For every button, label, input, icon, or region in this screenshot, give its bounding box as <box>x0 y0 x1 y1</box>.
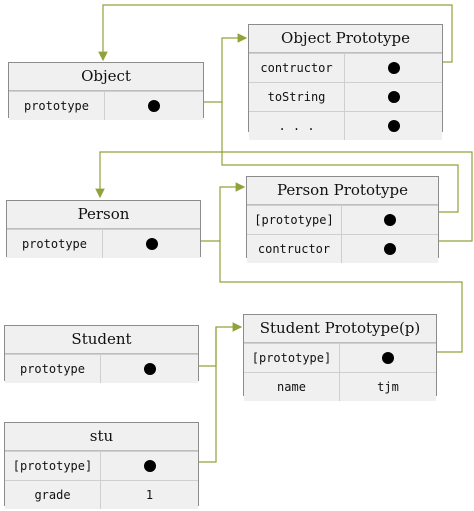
stu-title: stu <box>5 423 198 451</box>
person-prototype-title: Person Prototype <box>247 177 438 205</box>
person-box: Person prototype <box>6 200 201 258</box>
pointer-cell <box>345 112 442 140</box>
stu-row-prototype: [prototype] <box>5 451 198 480</box>
object-prototype-title: Object Prototype <box>249 25 442 53</box>
row-key: . . . <box>249 112 345 140</box>
object-prototype-row-contructor: contructor <box>249 53 442 82</box>
student-box: Student prototype <box>4 325 199 383</box>
arrow-student-prototype-to-person-prototype <box>219 241 463 353</box>
student-prototype-box: Student Prototype(p) [prototype] name tj… <box>243 314 437 401</box>
person-prototype-box: Person Prototype [prototype] contructor <box>246 176 439 263</box>
pointer-dot <box>387 91 400 103</box>
arrow-person-prototype-to-object-prototype <box>221 102 459 213</box>
student-prototype-row-name: name tjm <box>244 372 436 401</box>
person-title: Person <box>7 201 200 229</box>
pointer-dot <box>148 100 160 112</box>
pointer-cell <box>340 344 436 372</box>
pointer-dot <box>384 214 396 226</box>
arrow-object-to-object-prototype <box>203 33 248 103</box>
person-prototype-row-contructor: contructor <box>247 234 438 263</box>
row-value: 1 <box>101 481 198 509</box>
pointer-cell <box>101 452 198 480</box>
row-key: contructor <box>249 54 345 82</box>
student-prototype-title: Student Prototype(p) <box>244 315 436 343</box>
student-row-prototype: prototype <box>5 354 198 383</box>
row-value: tjm <box>340 373 436 401</box>
pointer-dot <box>387 62 400 74</box>
row-key: prototype <box>5 355 101 383</box>
object-title: Object <box>9 63 203 91</box>
student-title: Student <box>5 326 198 354</box>
row-key: grade <box>5 481 101 509</box>
pointer-dot <box>382 352 394 364</box>
pointer-dot <box>143 363 156 375</box>
row-key: [prototype] <box>5 452 101 480</box>
row-key: contructor <box>247 235 342 263</box>
stu-row-grade: grade 1 <box>5 480 198 509</box>
row-key: name <box>244 373 340 401</box>
pointer-dot <box>384 243 396 255</box>
student-prototype-row-prototype: [prototype] <box>244 343 436 372</box>
stu-box: stu [prototype] grade 1 <box>4 422 199 509</box>
object-box: Object prototype <box>8 62 204 120</box>
row-key: [prototype] <box>244 344 340 372</box>
row-key: [prototype] <box>247 206 342 234</box>
row-key: prototype <box>9 92 105 120</box>
pointer-dot <box>143 460 156 472</box>
row-key: prototype <box>7 230 103 258</box>
object-prototype-box: Object Prototype contructor toString . .… <box>248 24 443 140</box>
person-prototype-row-prototype: [prototype] <box>247 205 438 234</box>
arrow-person-prototype-contructor-to-person <box>95 151 473 242</box>
object-row-prototype: prototype <box>9 91 203 120</box>
pointer-dot <box>387 120 400 132</box>
arrow-student-to-student-prototype <box>198 322 243 367</box>
pointer-cell <box>342 235 438 263</box>
pointer-dot <box>145 238 158 250</box>
pointer-cell <box>345 83 442 111</box>
arrow-object-prototype-contructor-to-object <box>98 4 453 63</box>
arrow-person-to-person-prototype <box>200 182 246 242</box>
pointer-cell <box>105 92 203 120</box>
pointer-cell <box>345 54 442 82</box>
pointer-cell <box>103 230 200 258</box>
row-key: toString <box>249 83 345 111</box>
arrow-stu-to-student-prototype <box>198 327 217 463</box>
person-row-prototype: prototype <box>7 229 200 258</box>
object-prototype-row-ellipsis: . . . <box>249 111 442 140</box>
pointer-cell <box>101 355 198 383</box>
pointer-cell <box>342 206 438 234</box>
object-prototype-row-tostring: toString <box>249 82 442 111</box>
